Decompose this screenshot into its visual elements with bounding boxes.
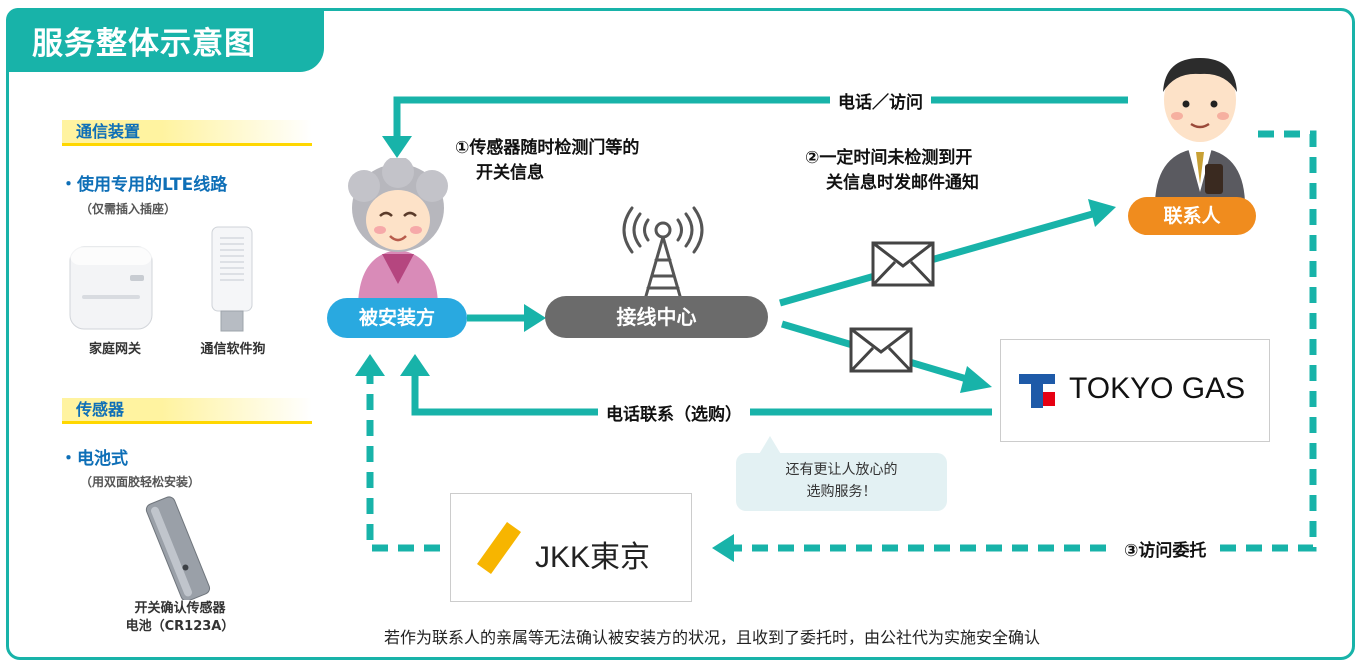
resident-pill: 被安装方	[327, 298, 467, 338]
page-title: 服务整体示意图	[6, 8, 324, 72]
arrow-phone-contact	[411, 372, 992, 416]
jkk-box: JKK東京	[450, 493, 692, 602]
sensor-device-icon	[145, 496, 211, 600]
elderly-woman-icon	[348, 158, 448, 304]
antenna-icon	[622, 206, 704, 298]
businessman-icon	[1155, 58, 1245, 202]
phone-contact-label: 电话联系（选购）	[598, 400, 750, 425]
tokyo-gas-box: TOKYO GAS	[1000, 339, 1270, 442]
bubble-tail	[758, 436, 782, 456]
sensor-heading: 传感器	[62, 398, 312, 424]
sensor-caption-line1: 开关确认传感器	[134, 601, 226, 616]
sensor-caption-line2: 电池（CR123A）	[125, 619, 235, 634]
contact-person-pill: 联系人	[1128, 197, 1256, 235]
gateway-device-icon	[69, 246, 153, 330]
arrow-visit-request	[730, 130, 1317, 552]
jkk-kanji: 東京	[590, 541, 651, 574]
comm-note: （仅需插入插座）	[80, 202, 177, 216]
gateway-caption: 家庭网关	[88, 342, 141, 357]
tokyo-gas-logo	[1019, 374, 1055, 408]
call-center-pill: 接线中心	[545, 296, 768, 338]
jkk-latin: JKK	[535, 541, 591, 574]
footnote: 若作为联系人的亲属等无法确认被安装方的状况，且收到了委托时，由公社代为实施安全确…	[384, 628, 1041, 647]
visit-request-label: ③访问委托	[1116, 536, 1215, 561]
arrow-jkk-resident	[366, 372, 440, 552]
optional-service-bubble: 还有更让人放心的 选购服务！	[736, 453, 947, 511]
step2-line2: 关信息时发邮件通知	[826, 173, 979, 193]
sensor-note: （用双面胶轻松安装）	[80, 475, 201, 489]
dongle-caption: 通信软件狗	[200, 342, 266, 357]
bubble-line2: 选购服务！	[806, 484, 877, 500]
step1-line1: ①传感器随时检测门等的	[455, 138, 640, 158]
comm-device-heading: 通信装置	[62, 120, 312, 146]
step2-line1: ②一定时间未检测到开	[805, 148, 973, 168]
jkk-logo	[477, 522, 521, 574]
comm-feature: ・使用专用的LTE线路	[60, 175, 228, 195]
phone-visit-label: 电话／访问	[830, 88, 931, 113]
arrow-center-contact	[779, 209, 1097, 307]
mail-icon	[849, 327, 913, 373]
sensor-feature: ・电池式	[60, 449, 128, 469]
step1-line2: 开关信息	[476, 163, 544, 183]
mail-icon	[871, 241, 935, 287]
dongle-device-icon	[211, 226, 253, 332]
bubble-line1: 还有更让人放心的	[785, 462, 898, 478]
comm-devices-illustration	[69, 226, 253, 332]
tokyo-gas-name: TOKYO GAS	[1069, 372, 1246, 405]
